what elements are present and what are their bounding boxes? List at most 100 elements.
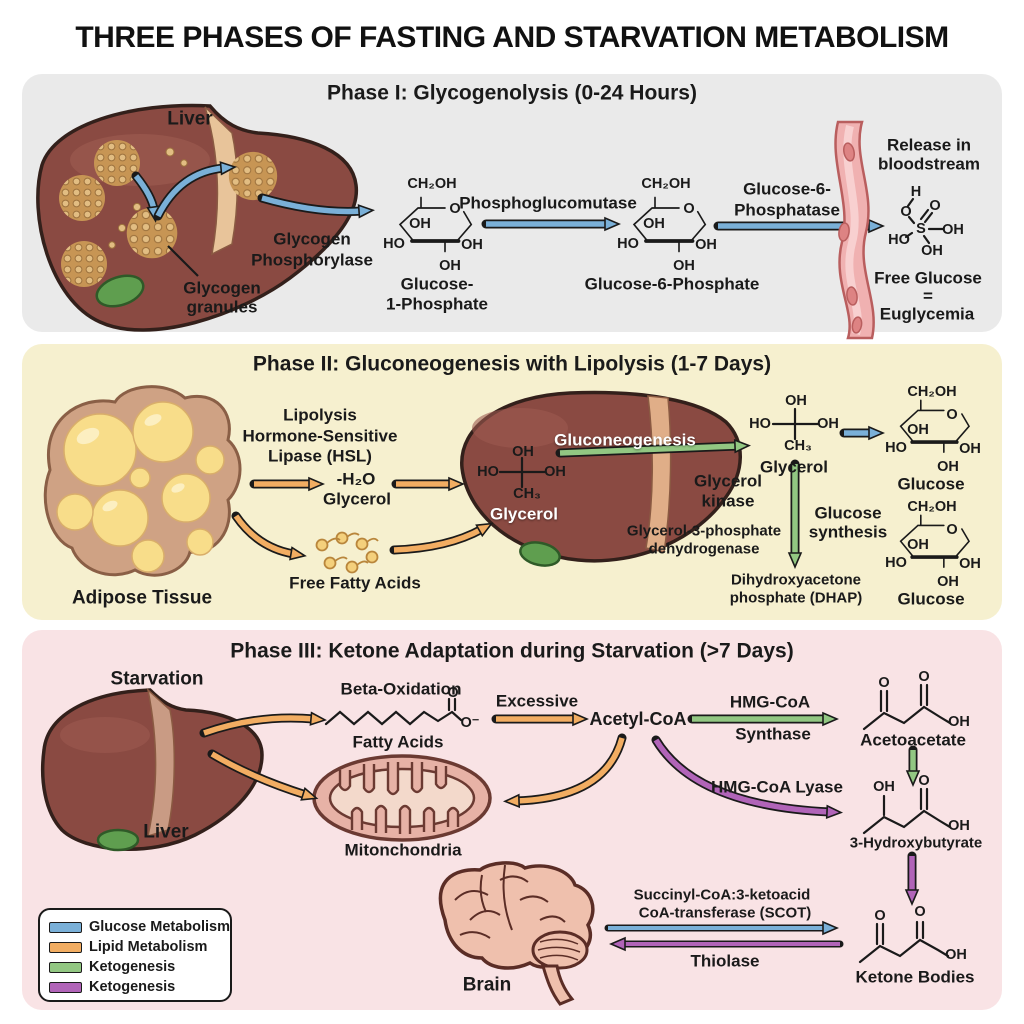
g1p-ch2oh: CH₂OH: [407, 175, 457, 192]
glu2-oh-bottom: OH: [937, 573, 959, 590]
mol-s: S: [916, 220, 926, 237]
g3pd-label-2: dehydrogenase: [648, 540, 760, 558]
acetyl-coa-label: Acetyl-CoA: [589, 709, 687, 729]
dhap-label-1: Dihydroxyacetone: [730, 571, 862, 589]
glycerol-small-label: Glycerol: [322, 489, 392, 509]
g3pd-label-1: Glycerol-3-phosphate: [626, 522, 782, 540]
scot-label-2: CoA-transferase (SCOT): [638, 904, 812, 922]
ketone-bodies-label: Ketone Bodies: [855, 967, 975, 987]
legend-label: Lipid Metabolism: [89, 939, 208, 955]
glucose-synthesis-label-1: Glucose: [814, 503, 882, 523]
free-glucose-molecule-structure: [904, 197, 945, 245]
glu1-oh-right: OH: [959, 440, 981, 457]
hsl-label-1: Hormone-Sensitive: [242, 426, 398, 446]
hb-oh-right: OH: [948, 817, 970, 834]
mol-oh-bottom: OH: [921, 242, 943, 259]
legend-item-glucose-metabolism: Glucose Metabolism: [49, 919, 230, 935]
glucose-top-label: Glucose: [897, 474, 965, 494]
mitochondria-illustration: [312, 754, 492, 842]
kb-o-left: O: [874, 907, 886, 924]
glyc-right-ho: HO: [749, 415, 771, 432]
g1p-oh-inner: OH: [409, 215, 431, 232]
free-fatty-acids-label: Free Fatty Acids: [289, 573, 421, 593]
hb-oh-left: OH: [873, 778, 895, 795]
glyc-right-ch3: CH₃: [784, 437, 812, 454]
g1p-ho: HO: [383, 235, 405, 252]
legend-label: Ketogenesis: [89, 979, 176, 995]
page-title: THREE PHASES OF FASTING AND STARVATION M…: [75, 21, 949, 54]
acac-o-left: O: [878, 674, 890, 691]
g6p-ch2oh: CH₂OH: [641, 175, 691, 192]
glu2-ch2oh: CH₂OH: [907, 498, 957, 515]
g6p-oh-bottom: OH: [673, 257, 695, 274]
glyc-right-oh-right: OH: [817, 415, 839, 432]
glyc-right-oh-top: OH: [785, 392, 807, 409]
glycerol-kinase-label-1: Glycerol: [693, 471, 763, 491]
fa-o-minus: O⁻: [460, 714, 480, 731]
g1p-name-2: 1-Phosphate: [385, 294, 489, 314]
glycerol-structure-right: [771, 407, 820, 441]
phase3-arrows: [199, 718, 913, 944]
equals-sign: =: [923, 286, 933, 306]
g1p-o: O: [449, 200, 461, 217]
euglycemia-label: Euglycemia: [879, 304, 975, 324]
mitochondria-label: Mitonchondria: [344, 840, 462, 860]
thiolase-label: Thiolase: [690, 951, 760, 971]
brain-illustration: [438, 861, 595, 1006]
glu2-o: O: [946, 521, 958, 538]
mol-oh-right: OH: [942, 221, 964, 238]
legend-item-lipid-metabolism: Lipid Metabolism: [49, 939, 207, 955]
mol-o-right: O: [929, 197, 941, 214]
legend-swatch-lipid: [49, 941, 82, 953]
glyc-liver-ch3: CH₃: [513, 485, 541, 502]
glu1-oh-bottom: OH: [937, 458, 959, 475]
ketone-bodies-structure: [858, 920, 950, 964]
glu1-o: O: [946, 406, 958, 423]
glycerol-in-liver-label: Glycerol: [489, 504, 559, 524]
legend-label: Glucose Metabolism: [89, 919, 231, 935]
g1p-oh-bottom: OH: [439, 257, 461, 274]
legend-item-ketogenesis-green: Ketogenesis: [49, 959, 175, 975]
acetoacetate-label: Acetoacetate: [860, 730, 966, 750]
glycogen-granules-label-1: Glycogen: [183, 278, 261, 298]
legend-swatch-glucose: [49, 921, 82, 933]
glu1-oh-inner: OH: [907, 421, 929, 438]
lipolysis-label: Lipolysis: [283, 405, 357, 425]
hydroxybutyrate-label: 3-Hydroxybutyrate: [849, 834, 983, 852]
glycerol-kinase-label-2: kinase: [701, 491, 755, 511]
starvation-label: Starvation: [110, 668, 204, 690]
acac-oh: OH: [948, 713, 970, 730]
free-fatty-acids-illustration: [315, 531, 379, 574]
hb-o-right: O: [918, 772, 930, 789]
g1p-oh-right: OH: [461, 236, 483, 253]
free-glucose-label: Free Glucose: [874, 268, 982, 288]
legend-swatch-ketogenesis-purple: [49, 981, 82, 993]
fa-o: O: [447, 684, 459, 701]
g6p-o: O: [683, 200, 695, 217]
g6pase-label-2: Phosphatase: [734, 200, 840, 220]
fatty-acid-structure: [324, 697, 463, 726]
g6p-oh-right: OH: [695, 236, 717, 253]
legend-swatch-ketogenesis-green: [49, 961, 82, 973]
liver-phase1-label: Liver: [167, 108, 213, 130]
synthase-label: Synthase: [735, 724, 811, 744]
gluconeogenesis-label: Gluconeogenesis: [554, 430, 696, 450]
phase2-arrows: [231, 433, 872, 556]
legend-box: Glucose Metabolism Lipid Metabolism Keto…: [38, 908, 232, 1002]
glycogen-granules-label-2: granules: [186, 297, 258, 317]
glycerol-right-label: Glycerol: [759, 457, 829, 477]
glu2-oh-right: OH: [959, 555, 981, 572]
g6pase-label-1: Glucose-6-: [743, 179, 831, 199]
hsl-label-2: Lipase (HSL): [268, 446, 372, 466]
glucose-bottom-label: Glucose: [897, 589, 965, 609]
glycerol-structure-in-liver: [498, 456, 547, 489]
legend-item-ketogenesis-purple: Ketogenesis: [49, 979, 175, 995]
g6p-name: Glucose-6-Phosphate: [584, 274, 760, 294]
glu2-oh-inner: OH: [907, 536, 929, 553]
mol-o-left: O: [900, 203, 912, 220]
liver-phase2-illustration: [460, 390, 742, 567]
release-label-2: bloodstream: [877, 154, 981, 174]
glyc-liver-ho: HO: [477, 463, 499, 480]
